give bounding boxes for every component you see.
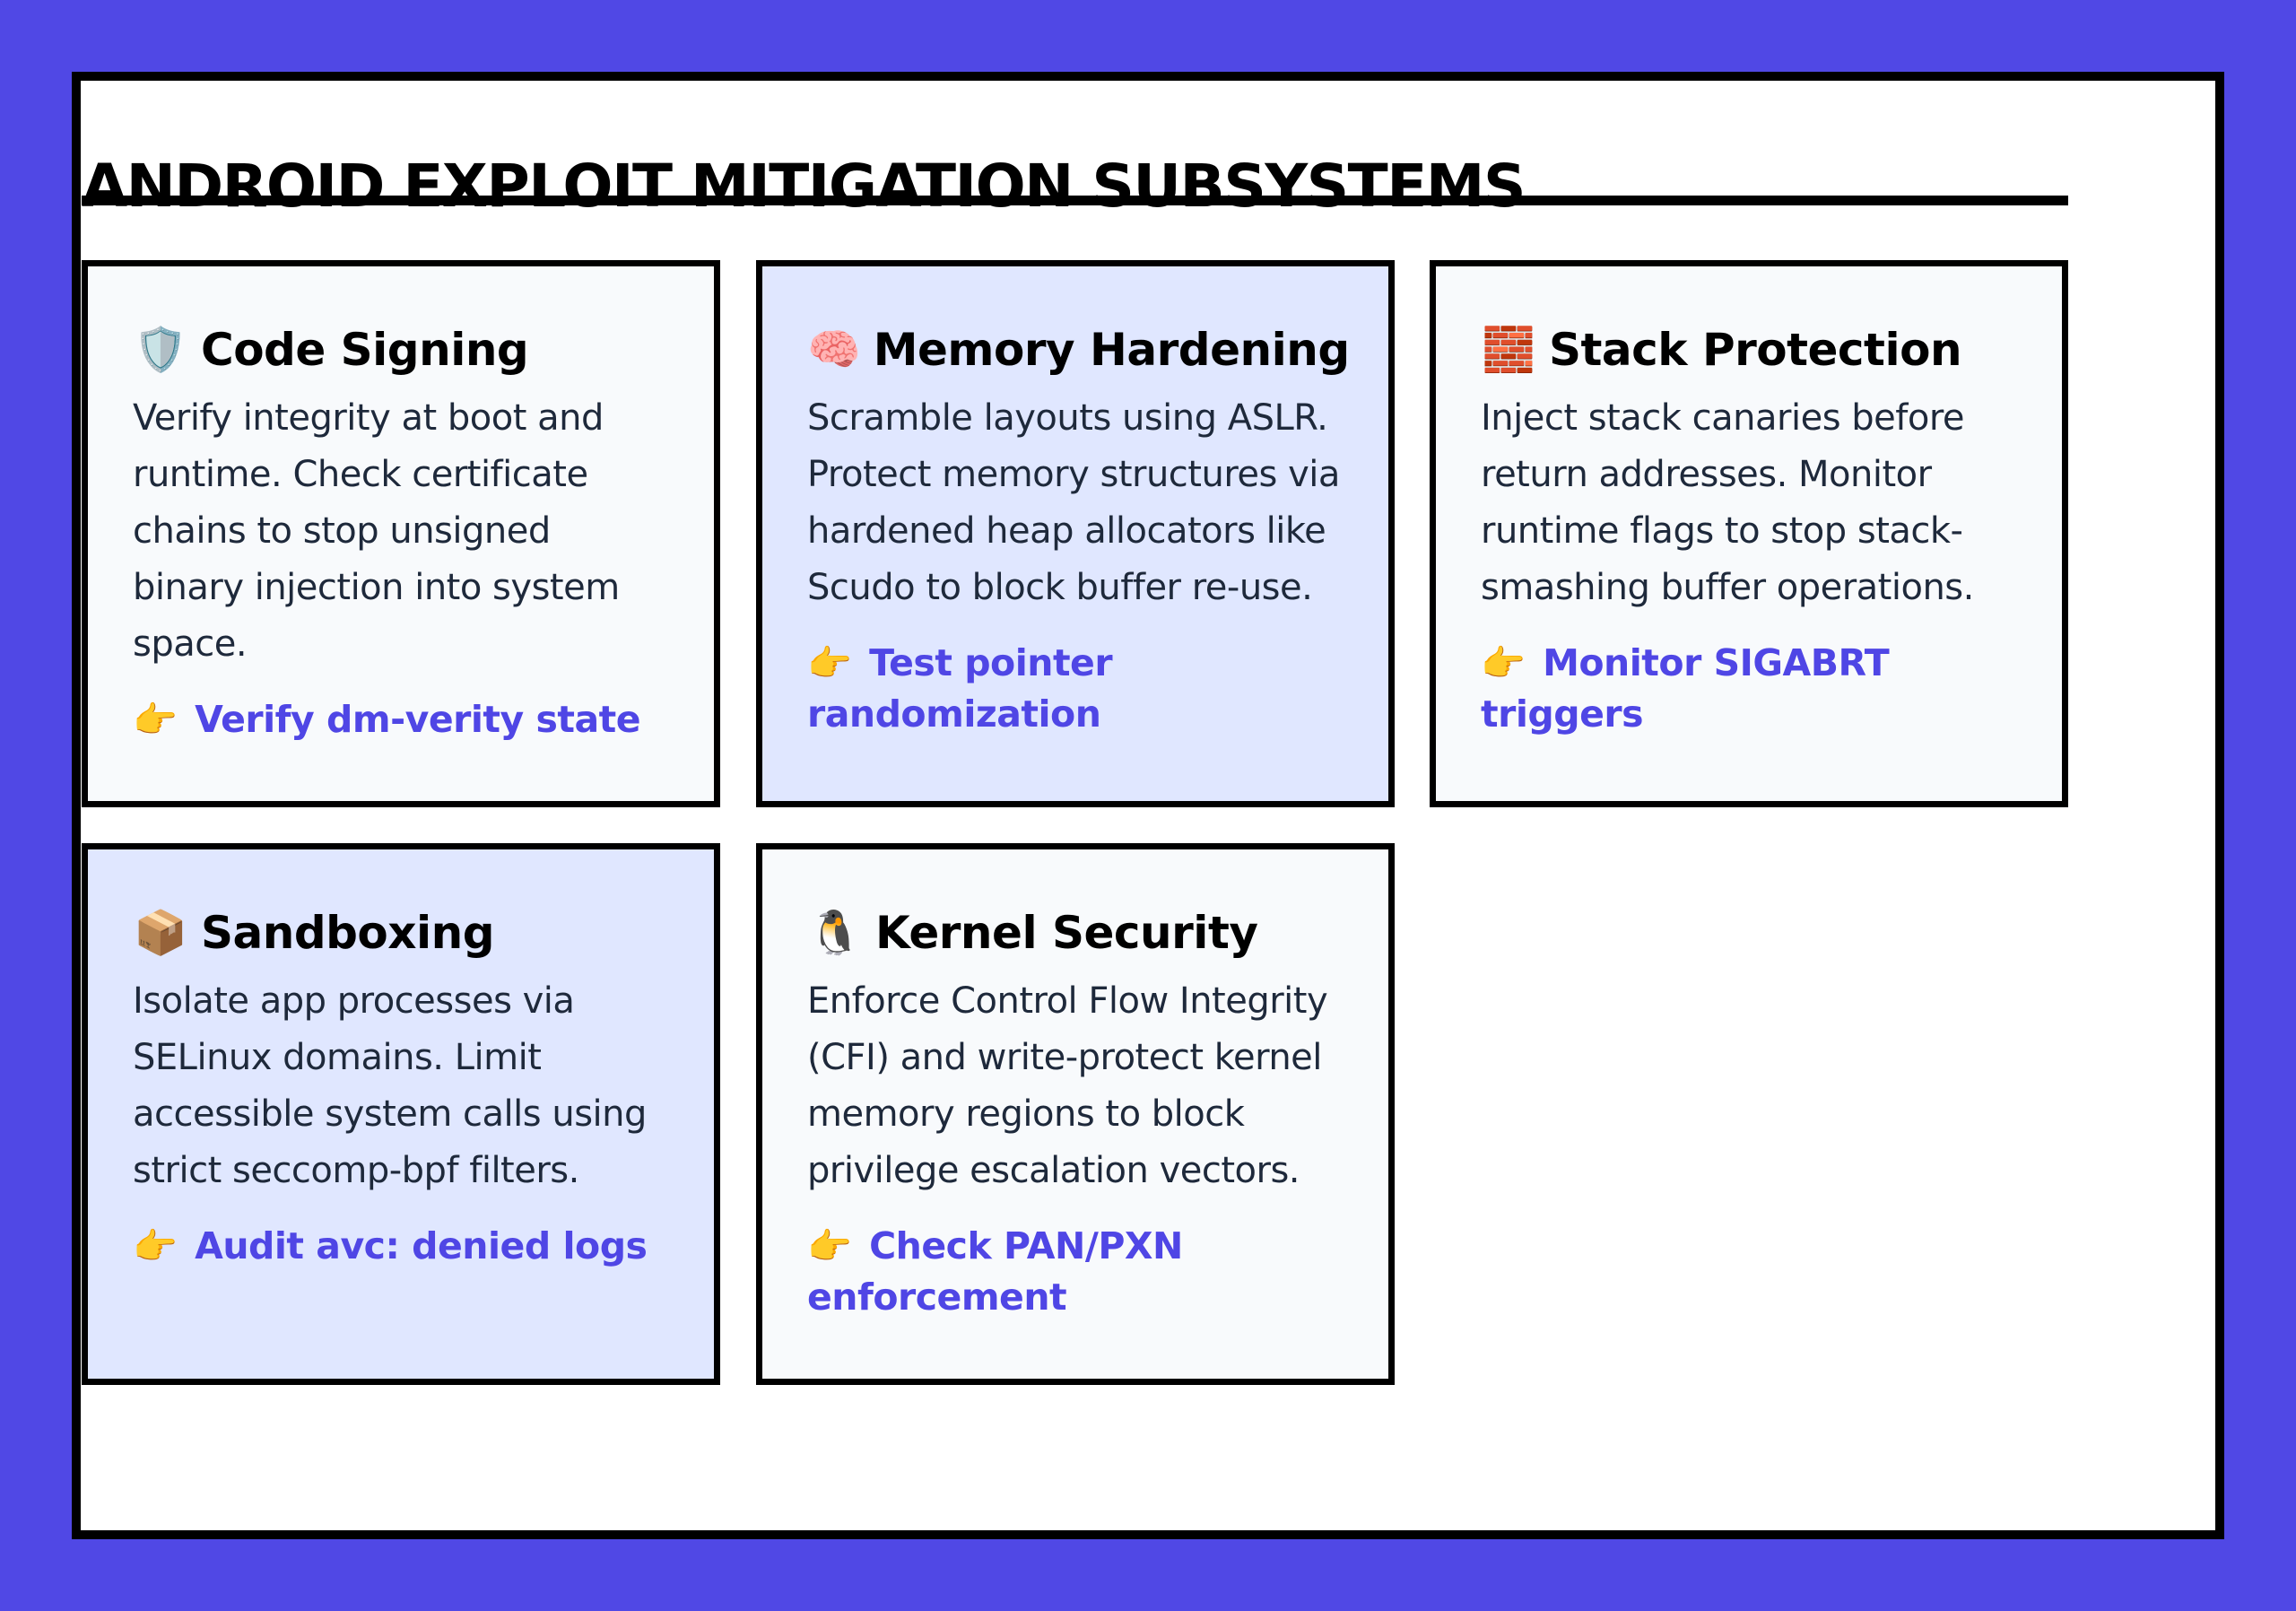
card-stack-protection: 🧱 Stack Protection Inject stack canaries…: [1430, 260, 2068, 807]
card-memory-hardening: 🧠 Memory Hardening Scramble layouts usin…: [756, 260, 1395, 807]
card-description: Enforce Control Flow Integrity (CFI) and…: [807, 980, 1328, 1191]
card-title: Stack Protection: [1549, 324, 1962, 376]
pointing-hand-icon: 👉: [133, 700, 178, 741]
card-header: 🧠 Memory Hardening: [807, 318, 1350, 381]
card-description: Verify integrity at boot and runtime. Ch…: [133, 397, 620, 665]
pointing-hand-icon: 👉: [1481, 643, 1526, 684]
title-divider: [82, 196, 2068, 205]
card-title: Memory Hardening: [873, 324, 1350, 376]
card-action: 👉 Monitor SIGABRT triggers: [1481, 638, 2020, 739]
pointing-hand-icon: 👉: [133, 1226, 178, 1267]
card-kernel-security: 🐧 Kernel Security Enforce Control Flow I…: [756, 843, 1395, 1385]
card-header: 📦 Sandboxing: [133, 901, 672, 964]
brick-icon: 🧱: [1482, 325, 1535, 375]
page-title: ANDROID EXPLOIT MITIGATION SUBSYSTEMS: [82, 152, 1526, 221]
penguin-icon: 🐧: [808, 908, 862, 958]
card-description: Scramble layouts using ASLR. Protect mem…: [807, 397, 1340, 608]
card-title: Sandboxing: [201, 907, 495, 959]
pointing-hand-icon: 👉: [807, 643, 852, 684]
card-description: Inject stack canaries before return addr…: [1481, 397, 1974, 608]
card-header: 🛡️ Code Signing: [133, 318, 672, 381]
card-title: Kernel Security: [875, 907, 1258, 959]
brain-icon: 🧠: [807, 325, 861, 375]
package-icon: 📦: [134, 908, 187, 958]
card-action: 👉 Test pointer randomization: [807, 638, 1346, 739]
card-action-text: Verify dm-verity state: [195, 698, 641, 741]
card-action-text: Check PAN/PXN enforcement: [807, 1224, 1183, 1319]
card-sandboxing: 📦 Sandboxing Isolate app processes via S…: [82, 843, 720, 1385]
shield-icon: 🛡️: [134, 325, 187, 375]
card-action: 👉 Verify dm-verity state: [133, 694, 672, 745]
card-action-text: Test pointer randomization: [807, 641, 1113, 736]
card-code-signing: 🛡️ Code Signing Verify integrity at boot…: [82, 260, 720, 807]
card-title: Code Signing: [201, 324, 529, 376]
card-description: Isolate app processes via SELinux domain…: [133, 980, 647, 1191]
card-action: 👉 Check PAN/PXN enforcement: [807, 1221, 1346, 1322]
pointing-hand-icon: 👉: [807, 1226, 852, 1267]
card-header: 🐧 Kernel Security: [807, 901, 1346, 964]
card-action-text: Monitor SIGABRT triggers: [1481, 641, 1890, 736]
card-action: 👉 Audit avc: denied logs: [133, 1221, 672, 1272]
card-action-text: Audit avc: denied logs: [195, 1224, 648, 1267]
card-header: 🧱 Stack Protection: [1481, 318, 2020, 381]
